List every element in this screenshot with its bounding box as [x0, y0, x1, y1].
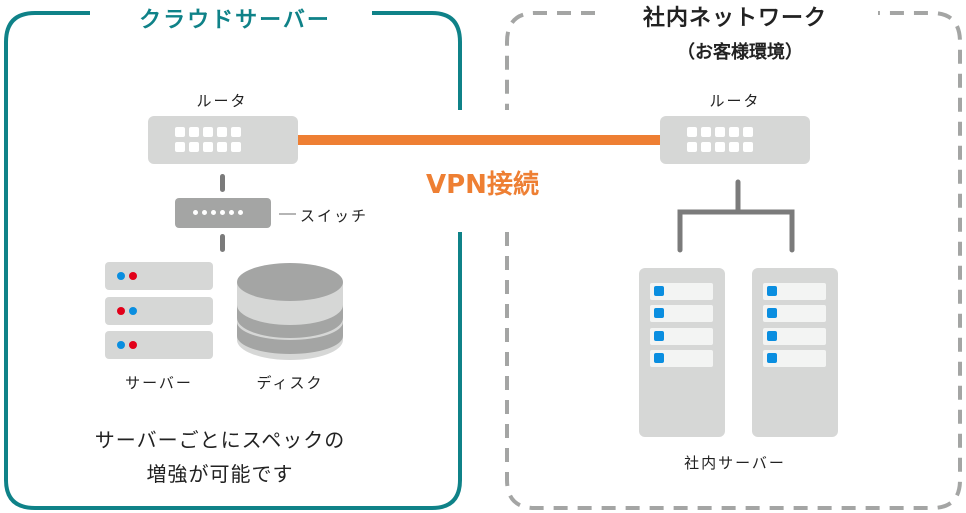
disk-icon — [237, 263, 343, 360]
description-line-2: 増強が可能です — [146, 462, 294, 486]
led-blue-icon — [129, 307, 137, 315]
internal-frame-bottom — [505, 11, 962, 510]
internal-router-label: ルータ — [709, 92, 761, 110]
internal-router-icon — [660, 116, 810, 164]
led-blue-icon — [117, 272, 125, 280]
cloud-title: クラウドサーバー — [100, 2, 370, 34]
internal-server-label: 社内サーバー — [684, 454, 786, 472]
cloud-frame — [4, 11, 462, 510]
vpn-connection-line — [298, 135, 660, 145]
description-line-1: サーバーごとにスペックの — [94, 428, 346, 452]
led-blue-icon — [117, 341, 125, 349]
switch-label: スイッチ — [300, 207, 369, 225]
cloud-router-icon — [148, 116, 298, 164]
led-blue-icon — [654, 286, 664, 296]
internal-subtitle: （お客様環境） — [677, 42, 803, 63]
internal-frame — [505, 11, 595, 110]
internal-tree-connector — [677, 179, 795, 253]
internal-title: 社内ネットワーク — [600, 0, 870, 32]
led-blue-icon — [767, 331, 777, 341]
cloud-frame-top-right — [372, 11, 462, 110]
led-blue-icon — [654, 353, 664, 363]
led-red-icon — [129, 272, 137, 280]
server-label: サーバー — [125, 374, 193, 392]
disk-label: ディスク — [256, 374, 324, 392]
vpn-label: VPN接続 — [426, 170, 539, 200]
server-unit — [105, 331, 213, 359]
led-blue-icon — [654, 308, 664, 318]
router-switch-connector — [220, 174, 225, 192]
led-red-icon — [129, 341, 137, 349]
server-unit — [105, 262, 213, 290]
internal-server-tower — [752, 268, 838, 437]
cloud-description: サーバーごとにスペックの 増強が可能です — [60, 423, 380, 491]
led-blue-icon — [767, 308, 777, 318]
led-blue-icon — [767, 286, 777, 296]
switch-icon — [175, 198, 271, 228]
led-red-icon — [117, 307, 125, 315]
cloud-router-label: ルータ — [196, 92, 248, 110]
led-blue-icon — [654, 331, 664, 341]
switch-server-connector — [220, 234, 225, 252]
led-blue-icon — [767, 353, 777, 363]
internal-server-tower — [639, 268, 725, 437]
server-unit — [105, 297, 213, 325]
